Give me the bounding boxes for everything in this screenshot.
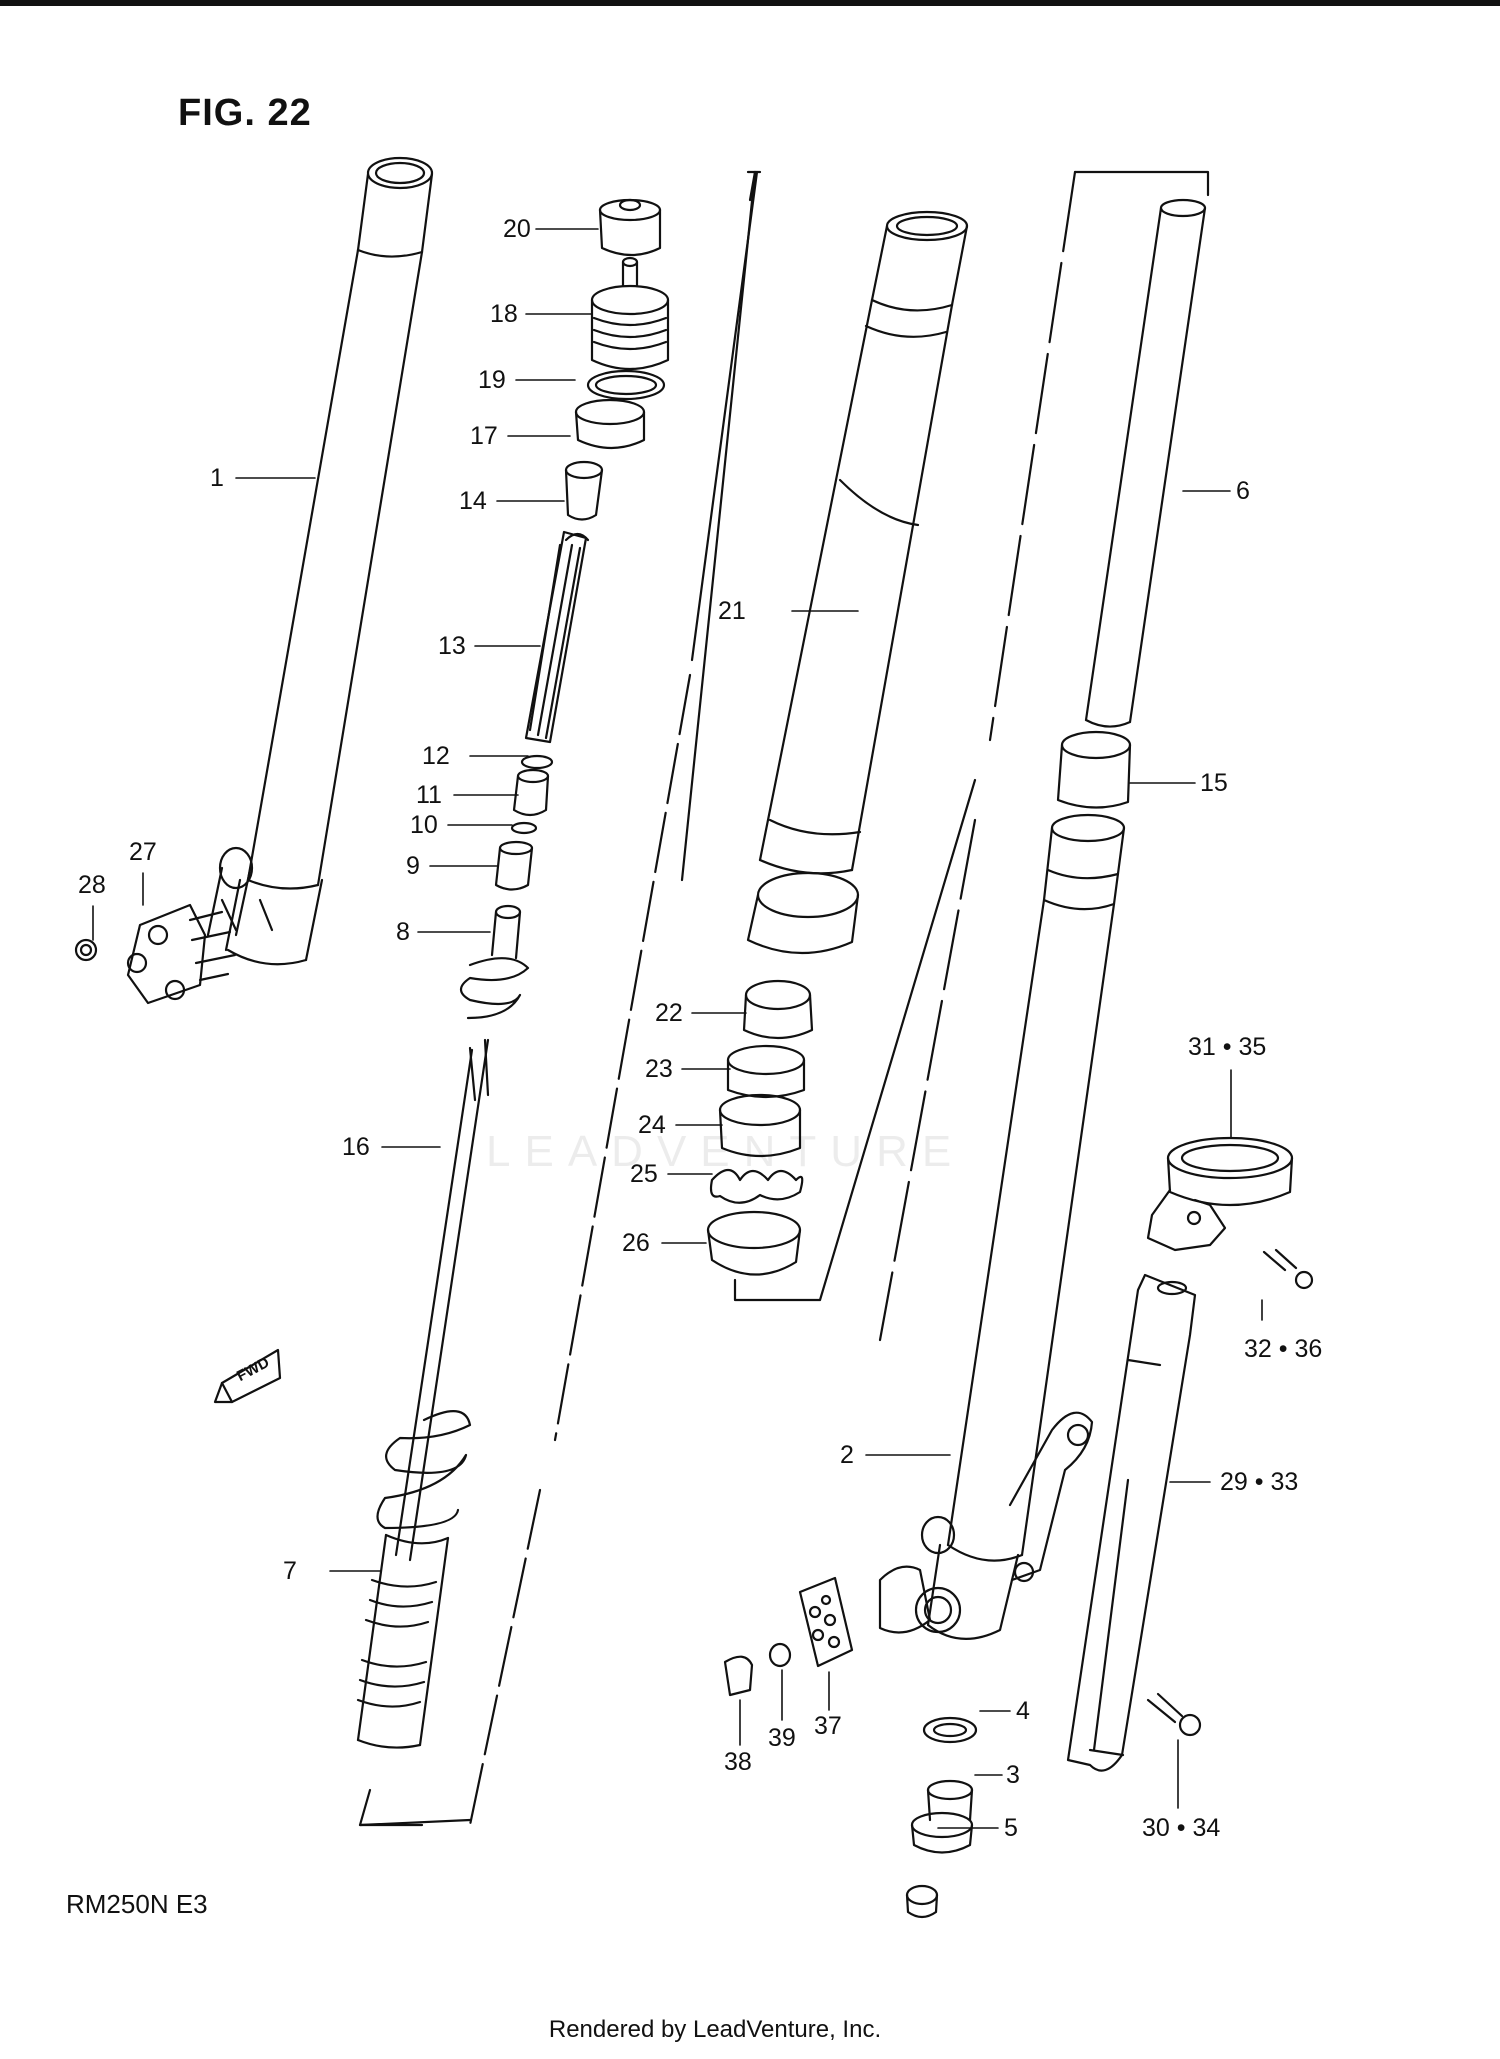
figure-title: FIG. 22	[178, 92, 312, 134]
callout-30-34: 30 • 34	[1142, 1814, 1221, 1842]
callout-27: 27	[129, 838, 157, 866]
callout-19: 19	[478, 366, 506, 394]
callout-37: 37	[814, 1712, 842, 1740]
model-code: RM250N E3	[66, 1889, 208, 1919]
callout-32-36: 32 • 36	[1244, 1335, 1323, 1363]
callout-11: 11	[416, 781, 442, 809]
part-inner-tube	[746, 210, 969, 955]
part-bracket-bolt	[723, 1576, 854, 1697]
part-fork-guard	[1066, 1136, 1314, 1772]
callout-23: 23	[645, 1055, 673, 1083]
callout-24: 24	[638, 1111, 666, 1139]
callout-16: 16	[342, 1133, 370, 1161]
part-axle-holder	[74, 898, 274, 1005]
part-outer-tube-left	[206, 156, 434, 966]
part-drain-plug	[905, 1716, 978, 1919]
callout-12: 12	[422, 742, 450, 770]
box-middle	[690, 170, 977, 1302]
watermark-text: LEADVENTURE	[486, 1127, 966, 1176]
callout-1: 1	[210, 464, 224, 492]
callout-6: 6	[1236, 477, 1250, 505]
callout-25: 25	[630, 1160, 658, 1188]
callout-3: 3	[1006, 1761, 1020, 1789]
callout-39: 39	[768, 1724, 796, 1752]
callout-14: 14	[459, 487, 487, 515]
callout-31-35: 31 • 35	[1188, 1033, 1267, 1061]
part-top-cap-stack	[564, 198, 670, 521]
callout-10: 10	[410, 811, 438, 839]
part-lower-leg-right	[878, 1411, 1094, 1640]
callout-5: 5	[1004, 1814, 1018, 1842]
callout-4: 4	[1016, 1697, 1030, 1725]
callout-13: 13	[438, 632, 466, 660]
render-credit: Rendered by LeadVenture, Inc.	[548, 2016, 882, 2043]
part-damper-rod	[524, 530, 590, 744]
callout-22: 22	[655, 999, 683, 1027]
part-spring-and-cartridge	[356, 904, 530, 1749]
callout-2: 2	[840, 1441, 854, 1469]
leader-lines	[92, 228, 1263, 1829]
part-small-rings	[494, 754, 554, 891]
part-seals-stack	[706, 979, 814, 1276]
callout-38: 38	[724, 1748, 752, 1776]
callout-18: 18	[490, 300, 518, 328]
callout-7: 7	[283, 1557, 297, 1585]
part-upper-tube-right	[946, 198, 1207, 1562]
callout-8: 8	[396, 918, 410, 946]
box-left	[358, 170, 757, 1827]
callout-20: 20	[503, 215, 531, 243]
callout-21: 21	[718, 597, 746, 625]
callout-9: 9	[406, 852, 420, 880]
callout-15: 15	[1200, 769, 1228, 797]
fwd-arrow-icon	[213, 1348, 282, 1404]
callout-29-33: 29 • 33	[1220, 1468, 1299, 1496]
callout-17: 17	[470, 422, 498, 450]
callout-28: 28	[78, 871, 106, 899]
callout-26: 26	[622, 1229, 650, 1257]
